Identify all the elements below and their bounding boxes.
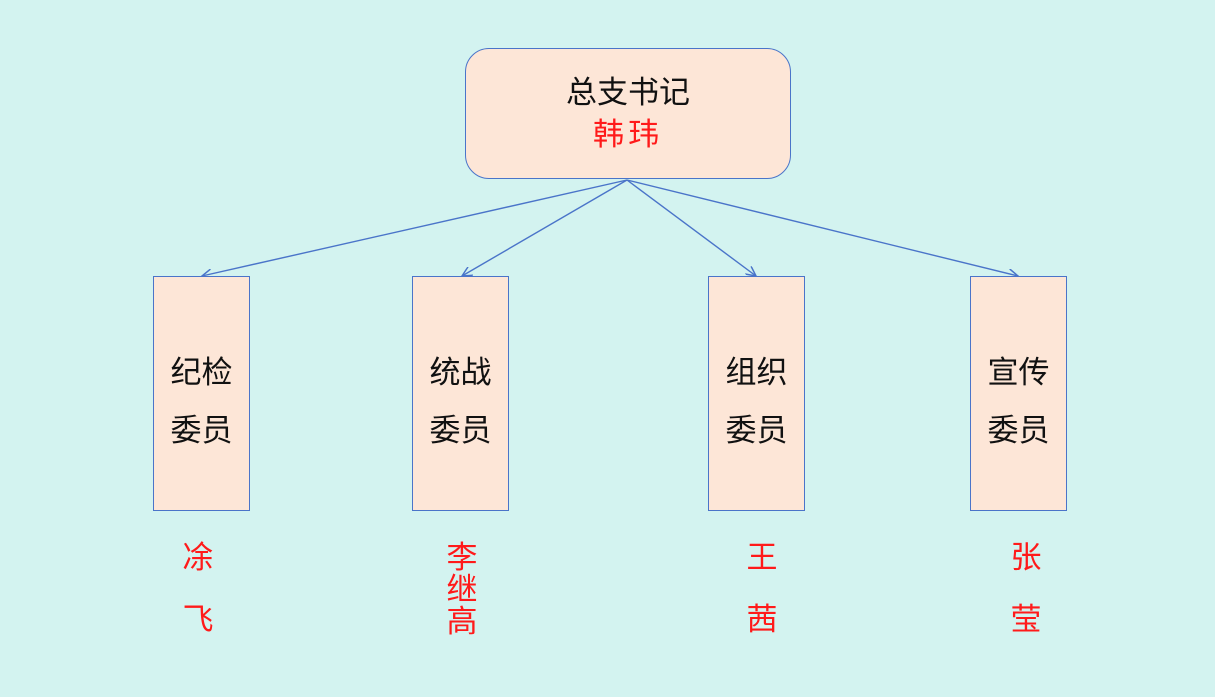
member-name-char: 飞 [182,602,214,638]
role-label-line2: 委员 [170,413,233,449]
member-name-char: 高 [446,604,478,640]
secretary-box: 总支书记 韩玮 [465,48,791,179]
role-box-publicity: 宣传 委员 [970,276,1067,511]
member-name-char: 莹 [1010,602,1042,638]
member-name-char: 王 [746,540,778,576]
role-label-line1: 纪检 [170,355,233,391]
member-name-char: 凃 [182,540,214,576]
role-label-line1: 统战 [429,355,492,391]
role-label-line1: 宣传 [987,355,1050,391]
arrow-to-discipline [202,179,628,276]
role-box-organization: 组织 委员 [708,276,805,511]
member-name-char: 张 [1010,540,1042,576]
arrow-to-publicity [626,179,1018,276]
secretary-name: 韩玮 [593,117,663,153]
arrow-to-organization [626,179,756,276]
member-name-char: 李 [446,540,478,576]
role-box-discipline: 纪检 委员 [153,276,250,511]
arrow-to-united-front [462,179,628,276]
secretary-title: 总支书记 [566,75,690,111]
member-name-char: 茜 [746,602,778,638]
member-name-char: 继 [446,572,478,608]
role-label-line2: 委员 [429,413,492,449]
role-label-line1: 组织 [725,355,788,391]
role-label-line2: 委员 [987,413,1050,449]
role-box-united-front: 统战 委员 [412,276,509,511]
role-label-line2: 委员 [725,413,788,449]
